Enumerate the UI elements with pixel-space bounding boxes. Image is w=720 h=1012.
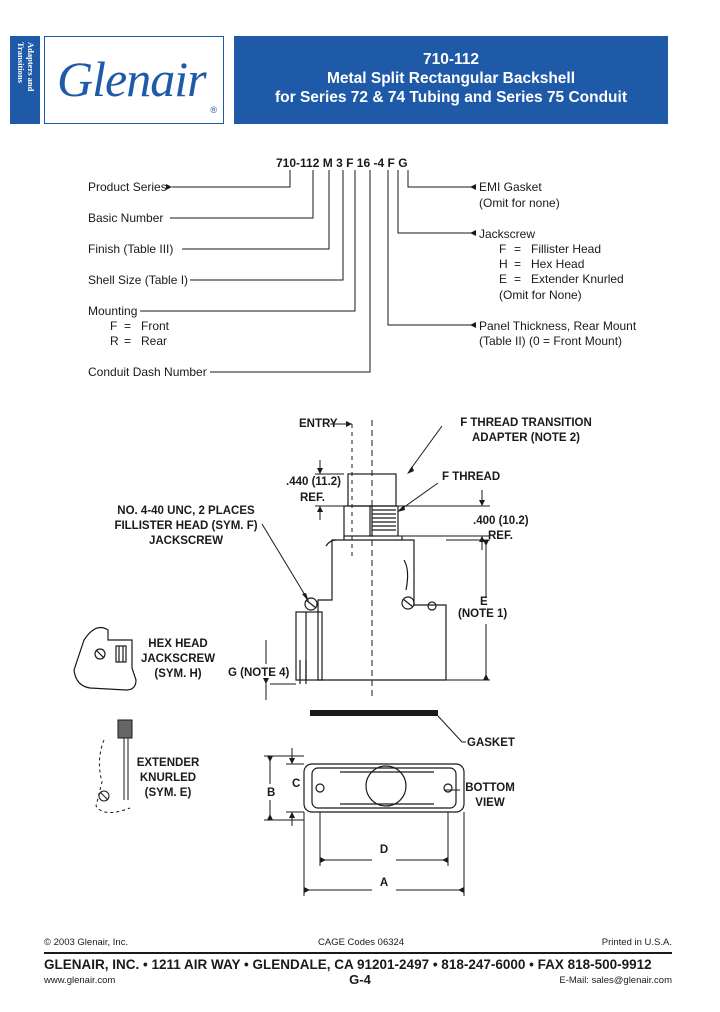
mounting-rear-code: R <box>110 334 119 348</box>
label-f-thread-transition-2: ADAPTER (NOTE 2) <box>472 432 580 444</box>
mounting-front-text: Front <box>141 319 170 333</box>
footer-email[interactable]: E-Mail: sales@glenair.com <box>559 975 672 986</box>
footer-company-line: GLENAIR, INC. • 1211 AIR WAY • GLENDALE,… <box>44 957 652 972</box>
label-ref-1: REF. <box>300 492 325 504</box>
label-fillister-3: JACKSCREW <box>148 535 224 547</box>
part-number-title: 710-112 <box>422 51 480 68</box>
label-g-note-4: G (NOTE 4) <box>228 667 290 679</box>
mounting-front-code: F <box>110 319 118 333</box>
page-number: G-4 <box>349 972 371 987</box>
label-hex-3: (SYM. H) <box>154 668 202 680</box>
logo-registered-mark: ® <box>210 105 217 115</box>
label-f-thread-transition-1: F THREAD TRANSITION <box>460 417 592 429</box>
callout-product-series: Product Series <box>88 180 167 194</box>
label-dim-d: D <box>379 844 389 856</box>
jackscrew-h-code: H <box>499 257 508 271</box>
label-gasket: GASKET <box>467 737 515 749</box>
callout-mounting: Mounting <box>88 304 138 318</box>
callout-finish: Finish (Table III) <box>88 242 174 256</box>
callout-emi-gasket-note: (Omit for none) <box>479 196 560 210</box>
label-bottom-view-1: BOTTOM <box>465 782 515 794</box>
title-banner: 710-112 Metal Split Rectangular Backshel… <box>234 36 668 124</box>
callout-emi-gasket: EMI Gasket <box>479 180 542 194</box>
label-extender-1: EXTENDER <box>136 757 200 769</box>
jackscrew-h-text: Hex Head <box>531 257 585 271</box>
callout-basic-number: Basic Number <box>88 211 164 225</box>
label-ref-2: REF. <box>488 530 513 542</box>
label-dim-400: .400 (10.2) <box>473 515 529 527</box>
callout-panel-thickness-note: (Table II) (0 = Front Mount) <box>479 334 623 348</box>
title-line-1: Metal Split Rectangular Backshell <box>326 70 576 87</box>
part-code: 710-112 M 3 F 16 -4 F G <box>276 156 408 170</box>
callout-panel-thickness: Panel Thickness, Rear Mount <box>479 319 637 333</box>
callout-shell-size: Shell Size (Table I) <box>88 273 189 287</box>
callout-conduit-dash: Conduit Dash Number <box>88 365 207 379</box>
label-bottom-view-2: VIEW <box>475 797 505 809</box>
footer-cage-codes: CAGE Codes 06324 <box>318 937 405 948</box>
company-logo: Glenair ® <box>44 36 224 124</box>
label-note-1: (NOTE 1) <box>458 608 508 620</box>
part-code-shell: 3 <box>336 156 343 170</box>
logo-wordmark: Glenair <box>57 51 207 107</box>
title-line-2: for Series 72 & 74 Tubing and Series 75 … <box>275 89 627 106</box>
part-code-gasket: G <box>398 156 408 170</box>
footer-printed: Printed in U.S.A. <box>601 937 672 948</box>
label-f-thread: F THREAD <box>442 471 501 483</box>
section-tab-label: Adapters and Transitions <box>16 42 36 92</box>
jackscrew-e-text: Extender Knurled <box>531 272 624 286</box>
jackscrew-e-code: E <box>499 272 508 286</box>
jackscrew-f-code: F <box>499 242 507 256</box>
label-dim-c: C <box>292 778 301 790</box>
label-hex-1: HEX HEAD <box>148 638 208 650</box>
footer-divider <box>44 952 672 954</box>
footer-copyright: © 2003 Glenair, Inc. <box>44 937 129 948</box>
part-code-basic: 112 <box>300 156 320 170</box>
label-hex-2: JACKSCREW <box>140 653 216 665</box>
jackscrew-note: (Omit for None) <box>499 288 582 302</box>
jackscrew-e-eq: = <box>514 272 522 286</box>
jackscrew-f-text: Fillister Head <box>531 242 602 256</box>
label-fillister-1: NO. 4-40 UNC, 2 PLACES <box>117 505 255 517</box>
section-tab: Adapters and Transitions <box>10 36 40 124</box>
mounting-rear-eq: = <box>124 334 132 348</box>
part-code-series: 710 <box>276 156 297 170</box>
part-code-conduit: 16 <box>356 156 371 170</box>
part-code-jackscrew: F <box>387 156 395 170</box>
callout-jackscrew: Jackscrew <box>479 227 536 241</box>
part-code-panel: -4 <box>373 156 385 170</box>
label-dim-440: .440 (11.2) <box>286 476 341 488</box>
mounting-front-eq: = <box>124 319 132 333</box>
mounting-rear-text: Rear <box>141 334 168 348</box>
part-code-dash: - <box>296 156 301 170</box>
part-code-mounting: F <box>346 156 354 170</box>
label-dim-b: B <box>267 787 276 799</box>
label-dim-e: E <box>480 596 488 608</box>
jackscrew-f-eq: = <box>514 242 522 256</box>
part-code-finish: M <box>322 156 333 170</box>
label-fillister-2: FILLISTER HEAD (SYM. F) <box>114 520 258 532</box>
label-extender-2: KNURLED <box>139 772 197 784</box>
label-dim-a: A <box>379 877 389 889</box>
label-entry: ENTRY <box>299 418 338 430</box>
label-extender-3: (SYM. E) <box>144 787 192 799</box>
footer-website[interactable]: www.glenair.com <box>44 975 116 986</box>
jackscrew-h-eq: = <box>514 257 522 271</box>
